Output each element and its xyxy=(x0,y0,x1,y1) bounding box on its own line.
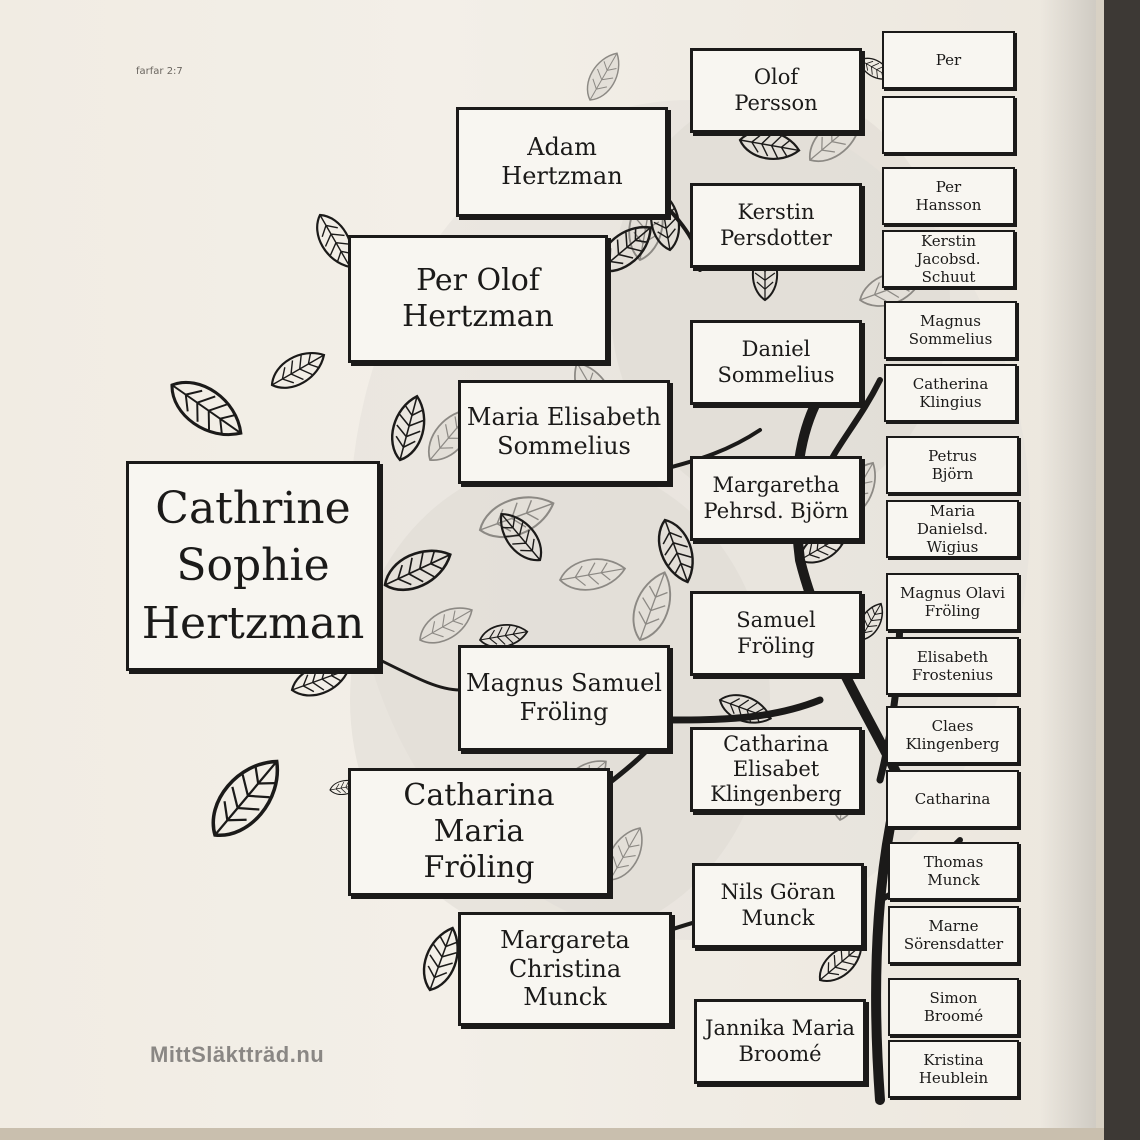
person-box-great-great-grandparent: Magnus Sommelius xyxy=(884,301,1017,359)
person-box-great-great-grandparent: Claes Klingenberg xyxy=(886,706,1019,764)
person-box-great-grandparent: Samuel Fröling xyxy=(690,591,862,676)
person-box-great-great-grandparent: Catharina xyxy=(886,770,1019,828)
person-box-great-grandparent: Kerstin Persdotter xyxy=(690,183,862,268)
person-box-grandparent: Maria Elisabeth Sommelius xyxy=(458,380,670,484)
person-box-great-great-grandparent: Catherina Klingius xyxy=(884,364,1017,422)
person-name: Kerstin Jacobsd. Schuut xyxy=(916,232,981,286)
person-name: Maria Danielsd. Wigius xyxy=(916,502,989,556)
person-name: Marne Sörensdatter xyxy=(903,917,1004,953)
page-bottom-edge xyxy=(0,1128,1104,1140)
person-name: Magnus Olavi Fröling xyxy=(900,584,1005,620)
person-box-great-great-grandparent: Simon Broomé xyxy=(888,978,1019,1036)
person-name: Claes Klingenberg xyxy=(905,717,1000,753)
person-box-grandparent: Adam Hertzman xyxy=(456,107,668,217)
person-name: Catharina Elisabet Klingenberg xyxy=(710,731,842,807)
person-name: Catharina Maria Fröling xyxy=(403,778,555,885)
person-box-great-great-grandparent: Per Hansson xyxy=(882,167,1015,225)
person-name: Adam Hertzman xyxy=(501,133,623,190)
person-box-grandparent: Margareta Christina Munck xyxy=(458,912,672,1026)
person-box-great-grandparent: Daniel Sommelius xyxy=(690,320,862,405)
person-box-great-great-grandparent: Maria Danielsd. Wigius xyxy=(886,500,1019,558)
person-box-great-great-grandparent: Elisabeth Frostenius xyxy=(886,637,1019,695)
person-name: Cathrine Sophie Hertzman xyxy=(141,483,365,649)
publisher-logo: MittSläktträd.nu xyxy=(150,1042,325,1067)
person-box-parent: Per Olof Hertzman xyxy=(348,235,608,363)
person-name: Per Hansson xyxy=(915,178,982,214)
person-name: Samuel Fröling xyxy=(736,608,816,658)
person-name: Margaretha Pehrsd. Björn xyxy=(703,473,849,523)
person-name: Elisabeth Frostenius xyxy=(911,648,994,684)
person-name: Per xyxy=(935,51,962,69)
person-name: Margareta Christina Munck xyxy=(500,925,630,1012)
person-box-great-great-grandparent: Thomas Munck xyxy=(888,842,1019,900)
person-name: Magnus Samuel Fröling xyxy=(466,669,662,726)
person-box-great-great-grandparent: Magnus Olavi Fröling xyxy=(886,573,1019,631)
person-name: Per Olof Hertzman xyxy=(402,263,554,334)
person-name: Catharina xyxy=(914,790,991,808)
person-box-great-great-grandparent: Marne Sörensdatter xyxy=(888,906,1019,964)
person-box-great-great-grandparent xyxy=(882,96,1015,154)
person-name: Petrus Björn xyxy=(928,447,977,483)
page-label: farfar 2:7 xyxy=(136,66,183,77)
person-box-great-grandparent: Nils Göran Munck xyxy=(692,863,864,948)
person-name: Kerstin Persdotter xyxy=(720,200,832,250)
person-box-parent: Catharina Maria Fröling xyxy=(348,768,610,896)
person-name: Maria Elisabeth Sommelius xyxy=(466,403,662,460)
person-box-great-grandparent: Catharina Elisabet Klingenberg xyxy=(690,727,862,812)
person-box-grandparent: Magnus Samuel Fröling xyxy=(458,645,670,751)
page-shadow xyxy=(1040,0,1096,1128)
person-name: Daniel Sommelius xyxy=(717,337,835,387)
book-spine xyxy=(1104,0,1140,1140)
person-box-great-great-grandparent: Per xyxy=(882,31,1015,89)
page-edge xyxy=(1096,0,1104,1132)
person-name: Thomas Munck xyxy=(923,853,984,889)
person-box-great-great-grandparent: Petrus Björn xyxy=(886,436,1019,494)
person-name: Simon Broomé xyxy=(923,989,984,1025)
person-box-great-grandparent: Olof Persson xyxy=(690,48,862,133)
person-name: Catherina Klingius xyxy=(912,375,989,411)
person-name: Olof Persson xyxy=(734,65,818,115)
person-box-great-great-grandparent: Kristina Heublein xyxy=(888,1040,1019,1098)
person-box-great-grandparent: Margaretha Pehrsd. Björn xyxy=(690,456,862,541)
person-name: Kristina Heublein xyxy=(918,1051,989,1087)
person-box-great-great-grandparent: Kerstin Jacobsd. Schuut xyxy=(882,230,1015,288)
person-name: Magnus Sommelius xyxy=(908,312,993,348)
person-name: Nils Göran Munck xyxy=(720,880,836,930)
person-name: Jannika Maria Broomé xyxy=(705,1016,855,1066)
person-box-great-grandparent: Jannika Maria Broomé xyxy=(694,999,866,1084)
person-box-root: Cathrine Sophie Hertzman xyxy=(126,461,380,671)
